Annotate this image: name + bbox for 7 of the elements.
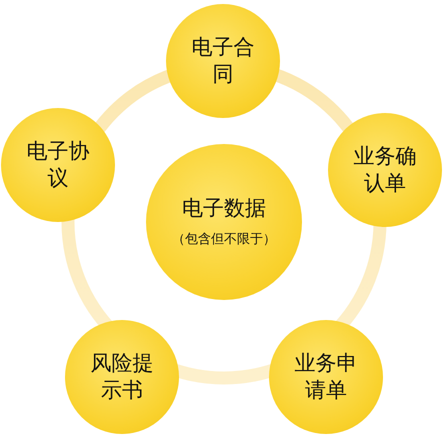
node-note: （包含但不限于） [171, 232, 277, 250]
node-label: 风险提示书 [90, 350, 154, 404]
node-label: 电子协议 [26, 138, 90, 192]
node-label: 电子合同 [190, 34, 256, 88]
node-label: 电子数据 [181, 194, 267, 222]
node-label: 业务确认单 [352, 142, 418, 197]
node-label: 业务申请单 [294, 350, 358, 404]
